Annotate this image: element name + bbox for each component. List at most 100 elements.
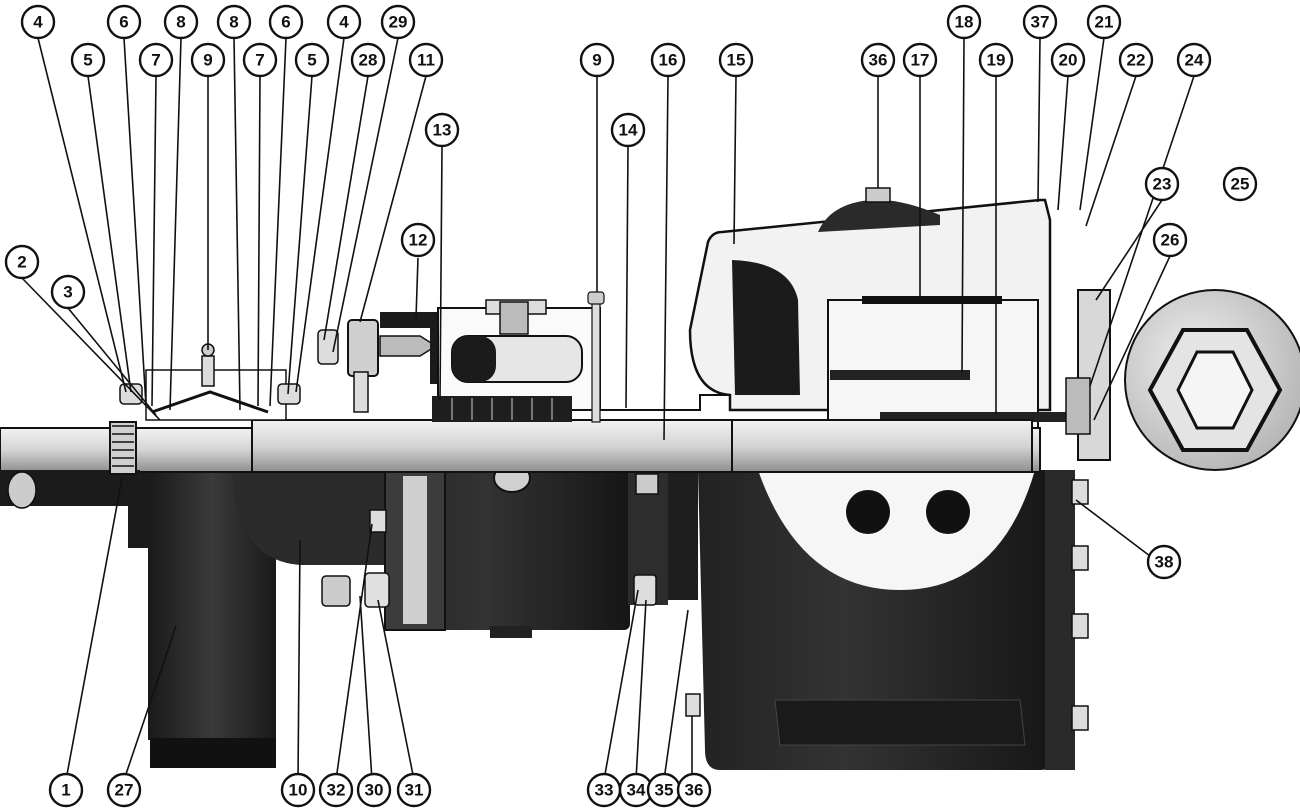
svg-text:18: 18 — [955, 13, 974, 32]
bolt-31-head — [364, 572, 390, 608]
adjuster-nut-28 — [317, 329, 339, 365]
roller-dividers — [451, 398, 553, 420]
callout-35: 35 — [646, 772, 682, 808]
callout-14: 14 — [610, 112, 646, 148]
svg-text:5: 5 — [307, 51, 316, 70]
svg-text:16: 16 — [659, 51, 678, 70]
callout-37: 37 — [1022, 4, 1058, 40]
leader-1 — [65, 477, 123, 781]
svg-text:29: 29 — [389, 13, 408, 32]
callout-8-left: 8 — [163, 4, 199, 40]
stuffing-box-housing — [232, 470, 385, 565]
svg-text:4: 4 — [339, 13, 349, 32]
leader-lines — [21, 37, 1195, 781]
callout-5-left: 5 — [70, 42, 106, 78]
svg-text:13: 13 — [433, 121, 452, 140]
svg-text:28: 28 — [359, 51, 378, 70]
bolt-30-head — [321, 575, 351, 607]
bracket-foot-base — [150, 738, 276, 768]
svg-text:36: 36 — [869, 51, 888, 70]
svg-text:21: 21 — [1095, 13, 1114, 32]
bolt-top-right — [635, 473, 659, 495]
callout-25: 25 — [1222, 166, 1258, 202]
leader-13 — [439, 145, 443, 401]
svg-text:11: 11 — [417, 51, 435, 70]
leader-4b — [295, 37, 345, 393]
svg-text:4: 4 — [33, 13, 43, 32]
callout-22: 22 — [1118, 42, 1154, 78]
callout-6-left: 6 — [106, 4, 142, 40]
leader-11 — [359, 75, 427, 323]
leader-3 — [67, 307, 157, 416]
leader-20 — [1057, 75, 1069, 211]
callout-20: 20 — [1050, 42, 1086, 78]
callout-36-top: 36 — [860, 42, 896, 78]
callout-4-left: 4 — [20, 4, 56, 40]
leader-18 — [961, 37, 965, 373]
shaft-sleeve-14 — [600, 394, 730, 411]
svg-text:14: 14 — [619, 121, 638, 140]
callout-9-left: 9 — [190, 42, 226, 78]
leader-22 — [1085, 75, 1137, 227]
callout-30: 30 — [356, 772, 392, 808]
callout-9-right: 9 — [579, 42, 615, 78]
bearing-housing — [385, 470, 630, 630]
svg-text:6: 6 — [281, 13, 290, 32]
leader-29 — [332, 37, 399, 353]
part-callouts: 4 5 6 7 8 9 8 7 6 5 4 28 29 11 13 12 2 3… — [4, 4, 1258, 808]
svg-text:12: 12 — [409, 231, 428, 250]
svg-text:30: 30 — [365, 781, 384, 800]
callout-4-right: 4 — [326, 4, 362, 40]
leader-6a — [123, 37, 147, 407]
svg-text:9: 9 — [203, 51, 212, 70]
leader-28 — [323, 75, 369, 341]
callout-32: 32 — [318, 772, 354, 808]
bolt-32 — [369, 509, 387, 533]
svg-text:34: 34 — [627, 781, 646, 800]
leader-38 — [1075, 499, 1151, 557]
callout-28: 28 — [350, 42, 386, 78]
leader-30 — [359, 595, 373, 781]
svg-text:38: 38 — [1155, 553, 1174, 572]
flange-bolt-2 — [1071, 545, 1089, 571]
grease-pipe-cap — [587, 291, 605, 305]
leader-7b — [257, 75, 261, 407]
leader-4a — [37, 37, 127, 393]
svg-text:17: 17 — [911, 51, 930, 70]
flange-bolt-3 — [1071, 613, 1089, 639]
casing-hump — [818, 199, 940, 232]
callout-15: 15 — [718, 42, 754, 78]
callout-31: 31 — [396, 772, 432, 808]
leader-5a — [87, 75, 132, 393]
casing-foot — [774, 699, 1026, 746]
svg-text:36: 36 — [685, 781, 704, 800]
bearing-flange-inner — [403, 476, 427, 624]
leader-10 — [297, 539, 301, 781]
adjuster-screw — [379, 335, 438, 357]
leader-37 — [1037, 37, 1041, 203]
callout-8-right: 8 — [216, 4, 252, 40]
casing-right-flange — [1045, 470, 1075, 770]
svg-text:10: 10 — [289, 781, 308, 800]
callout-33: 33 — [586, 772, 622, 808]
leader-31 — [377, 599, 415, 781]
casing-hole-left — [846, 490, 890, 534]
leader-26 — [1093, 255, 1171, 421]
bearing-bottom-lug — [490, 626, 532, 638]
svg-text:37: 37 — [1031, 13, 1050, 32]
callout-36-bottom: 36 — [676, 772, 712, 808]
svg-text:3: 3 — [63, 283, 72, 302]
callout-6-right: 6 — [268, 4, 304, 40]
callout-11: 11 — [408, 42, 444, 78]
svg-text:7: 7 — [255, 51, 264, 70]
discharge-hex-inner — [1176, 350, 1254, 430]
callout-18: 18 — [946, 4, 982, 40]
leader-35 — [663, 609, 689, 781]
svg-text:26: 26 — [1161, 231, 1180, 250]
svg-text:5: 5 — [83, 51, 92, 70]
roller-bearing — [432, 396, 572, 422]
lantern-ring — [151, 390, 269, 414]
svg-text:32: 32 — [327, 781, 346, 800]
svg-text:23: 23 — [1153, 175, 1172, 194]
callout-7-right: 7 — [242, 42, 278, 78]
